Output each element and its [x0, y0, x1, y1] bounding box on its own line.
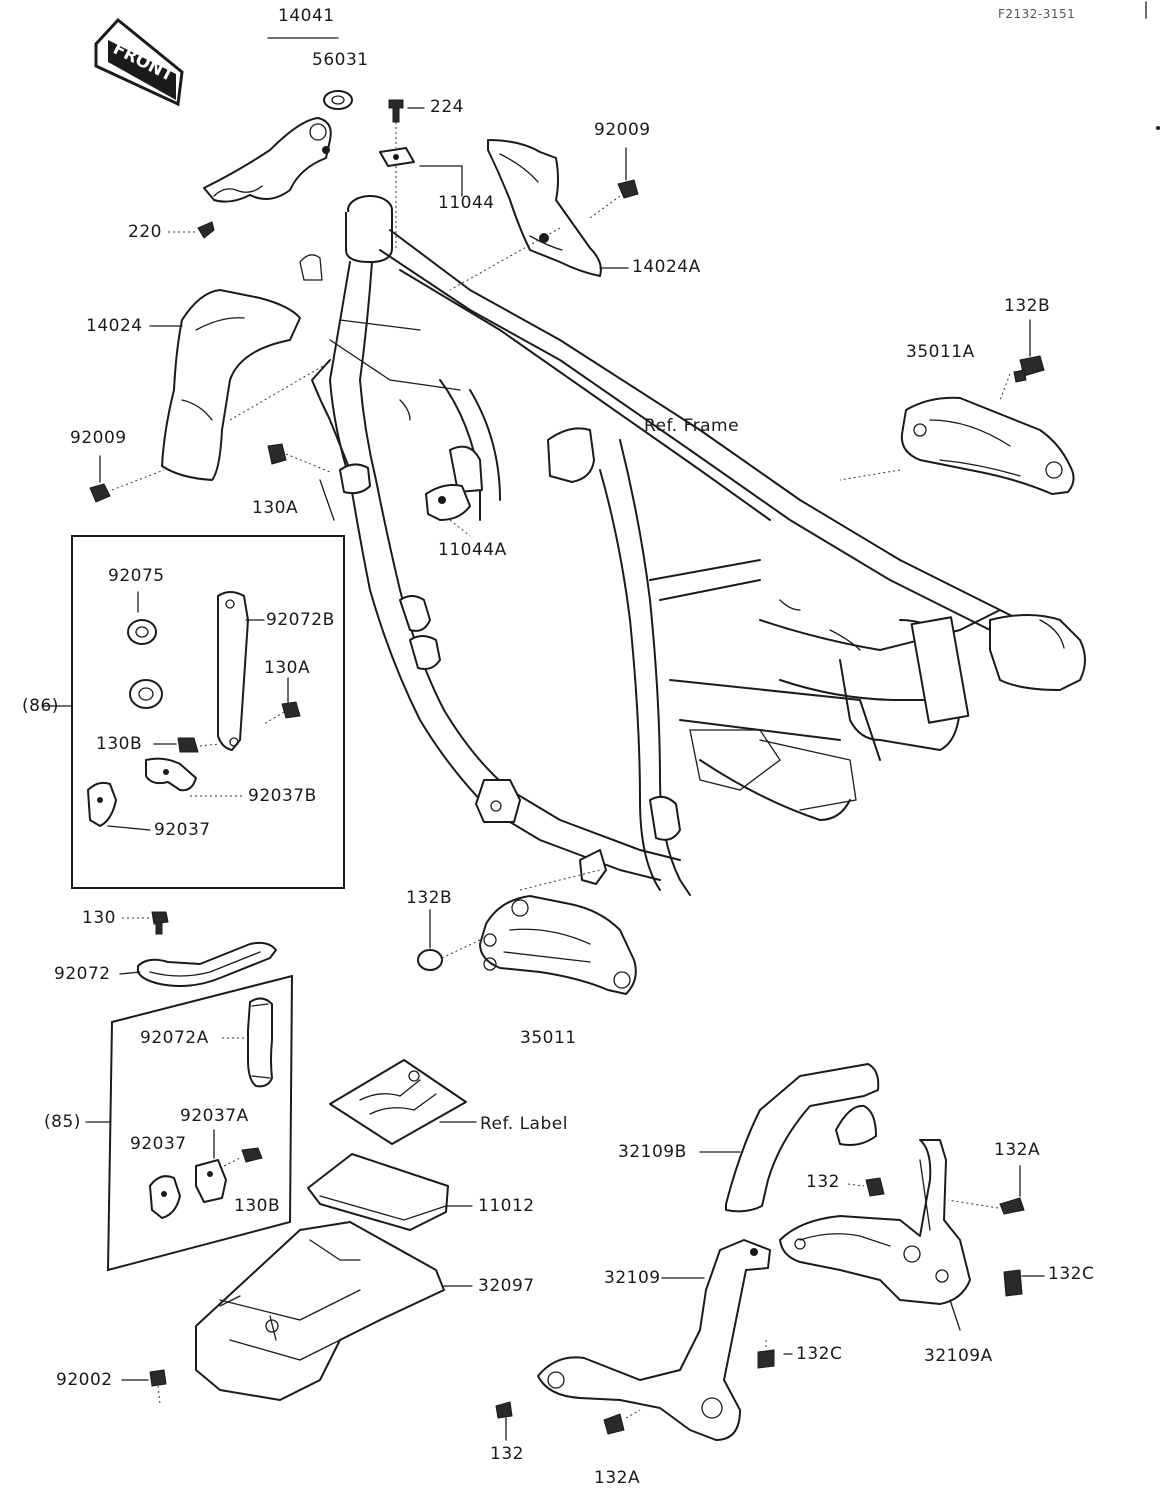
label-11044a: 11044A [438, 540, 507, 560]
bolt-224 [388, 99, 425, 148]
group-85-label: (85) [44, 1112, 81, 1132]
label-92009-top: 92009 [594, 120, 651, 140]
clamp-92037-low [149, 1175, 181, 1219]
label-132-bottom: 132 [490, 1444, 524, 1464]
label-130b-box: 130B [96, 734, 143, 754]
band-92072b [217, 591, 265, 751]
label-130b-low: 130B [234, 1196, 281, 1216]
label-35011: 35011 [520, 1028, 577, 1048]
label-14024: 14024 [86, 316, 143, 336]
diagram-code: F2132-3151 [998, 7, 1076, 21]
bolt-92002 [121, 1369, 167, 1405]
label-11012: 11012 [478, 1196, 535, 1216]
label-92037a: 92037A [180, 1106, 249, 1126]
bracket-32109b [699, 1063, 880, 1213]
grommet-92075 [127, 591, 163, 709]
label-130a-mid: 130A [252, 498, 299, 518]
label-35011a: 35011A [906, 342, 975, 362]
label-132b-right: 132B [1004, 296, 1051, 316]
step-holder-35011a [839, 373, 1075, 495]
pointer-11044a [449, 519, 471, 537]
label-56031: 56031 [312, 50, 369, 70]
cover-11012 [307, 1153, 473, 1231]
ref-label-label: Ref. Label [480, 1114, 568, 1134]
head-pipe-cover [203, 117, 332, 203]
label-130a-box: 130A [264, 658, 311, 678]
step-holder-35011 [479, 869, 637, 995]
bolt-132a-right [947, 1165, 1025, 1215]
label-220: 220 [128, 222, 162, 242]
screw-220 [168, 221, 215, 239]
label-92072b: 92072B [266, 610, 335, 630]
bolt-130b-box [153, 737, 221, 753]
label-132a-bottom: 132A [594, 1468, 641, 1488]
cap-32109b [835, 1104, 877, 1146]
label-132c-mid: 132C [796, 1344, 843, 1364]
bracket-32109a [779, 1139, 971, 1331]
side-cover-14024a [487, 139, 629, 277]
bolt-130a-mid [267, 443, 331, 473]
label-130: 130 [82, 908, 116, 928]
label-92009-left: 92009 [70, 428, 127, 448]
label-32109: 32109 [604, 1268, 661, 1288]
label-132c-right: 132C [1048, 1264, 1095, 1284]
label-132: 132 [806, 1172, 840, 1192]
label-92002: 92002 [56, 1370, 113, 1390]
bolt-132b-right [1013, 319, 1045, 383]
label-32109b: 32109B [618, 1142, 687, 1162]
bracket-11044 [379, 147, 463, 250]
bolt-130b-low [223, 1147, 263, 1167]
label-92072: 92072 [54, 964, 111, 984]
label-92075: 92075 [108, 566, 165, 586]
clamp-92037b [145, 757, 244, 797]
group-86-label: (86) [22, 696, 59, 716]
label-132a-right: 132A [994, 1140, 1041, 1160]
group-box-85 [85, 974, 294, 1272]
label-32109a: 32109A [924, 1346, 993, 1366]
clamp-92037a [195, 1129, 227, 1203]
main-frame [299, 195, 1086, 896]
front-arrow-icon: FRONT [94, 17, 184, 107]
bolt-130a-box [263, 677, 301, 725]
band-92072 [119, 941, 277, 987]
washer-56031 [323, 90, 353, 110]
label-92037b: 92037B [248, 786, 317, 806]
bracket-32109 [537, 1239, 771, 1441]
bolt-130 [122, 911, 169, 935]
label-92037-low: 92037 [130, 1134, 187, 1154]
label-32097: 32097 [478, 1276, 535, 1296]
bolt-132c-mid [757, 1340, 793, 1369]
label-11044: 11044 [438, 193, 495, 213]
label-14024a: 14024A [632, 257, 701, 277]
label-92037-box: 92037 [154, 820, 211, 840]
margin-dot [1156, 126, 1160, 130]
label-132b-mid: 132B [406, 888, 453, 908]
label-14041: 14041 [278, 6, 335, 26]
clamp-92037-box [87, 781, 151, 831]
bolt-132 [847, 1177, 885, 1197]
tray-32097 [195, 1221, 473, 1401]
side-cover-14024 [149, 289, 331, 481]
ref-frame-label: Ref. Frame [644, 416, 740, 436]
band-92072a [222, 997, 273, 1088]
bolt-132c-right [1003, 1269, 1045, 1297]
ref-label-plate [329, 1059, 477, 1145]
label-92072a: 92072A [140, 1028, 209, 1048]
group-box-86 [41, 535, 345, 889]
screw-92009-top [449, 147, 639, 291]
bolt-132b-mid [417, 909, 481, 971]
bolt-132-bottom [495, 1401, 513, 1441]
bolt-132a-bottom [603, 1409, 641, 1435]
screw-92009-left [89, 455, 165, 503]
label-224: 224 [430, 97, 464, 117]
